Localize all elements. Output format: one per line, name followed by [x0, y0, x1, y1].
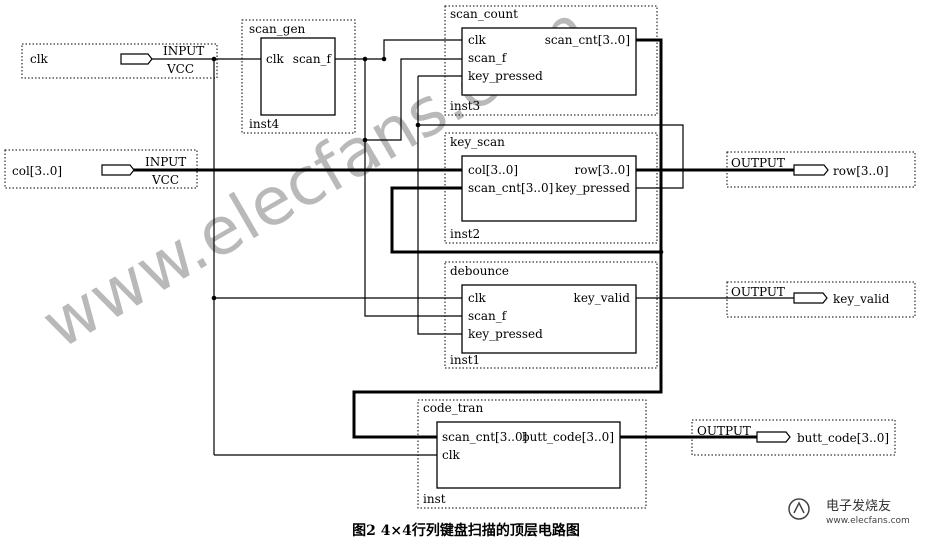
debounce-pin-key-pressed: key_pressed	[468, 327, 543, 341]
key-scan-pin-row: row[3..0]	[575, 163, 631, 177]
debounce-title: debounce	[450, 264, 509, 278]
scan-count-block	[461, 27, 637, 96]
port-clk-name: clk	[30, 52, 49, 66]
scan-count-pin-clk: clk	[468, 33, 487, 47]
key-scan-pin-col: col[3..0]	[468, 163, 518, 177]
port-row-type: OUTPUT	[731, 156, 785, 170]
code-tran-pin-butt-code: butt_code[3..0]	[522, 430, 614, 444]
input-port-clk-symbol	[120, 53, 153, 65]
output-port-key-valid-symbol	[793, 292, 828, 304]
port-butt-code-name: butt_code[3..0]	[797, 431, 889, 445]
wires	[152, 39, 794, 456]
logo-text: 电子发烧友	[826, 498, 891, 514]
buses	[106, 38, 794, 439]
code-tran-pin-clk: clk	[442, 448, 461, 462]
debounce-block	[461, 284, 637, 354]
logo-url: www.elecfans.com	[826, 516, 910, 526]
key-scan-pin-scan-cnt: scan_cnt[3..0]	[468, 181, 553, 195]
code-tran-title: code_tran	[423, 401, 483, 415]
code-tran-block	[436, 421, 621, 489]
scan-gen-inst: inst4	[249, 117, 280, 131]
port-butt-code-type: OUTPUT	[697, 424, 751, 438]
output-port-butt-code-symbol	[756, 431, 791, 443]
port-clk-vcc: VCC	[166, 62, 194, 76]
scan-gen-title: scan_gen	[249, 22, 306, 36]
scan-count-pin-scan-f: scan_f	[468, 51, 508, 65]
scan-gen-pin-scan-f: scan_f	[293, 52, 333, 66]
port-col-type: INPUT	[145, 155, 186, 169]
scan-gen-block	[260, 37, 336, 116]
code-tran-inst: inst	[423, 492, 446, 506]
port-key-valid-type: OUTPUT	[731, 285, 785, 299]
debounce-pin-key-valid: key_valid	[574, 291, 631, 305]
debounce-pin-clk: clk	[468, 291, 487, 305]
port-col-vcc: VCC	[151, 173, 179, 187]
key-scan-pin-key-pressed: key_pressed	[555, 181, 630, 195]
logo-icon	[788, 498, 810, 520]
junction-dots	[211, 56, 664, 301]
port-clk-type: INPUT	[163, 44, 204, 58]
scan-count-inst: inst3	[450, 99, 480, 113]
code-tran-pin-scan-cnt: scan_cnt[3..0]	[442, 430, 527, 444]
port-row-name: row[3..0]	[833, 164, 889, 178]
debounce-pin-scan-f: scan_f	[468, 309, 508, 323]
key-scan-title: key_scan	[450, 135, 505, 149]
site-logo: 电子发烧友 www.elecfans.com	[788, 498, 910, 526]
output-port-row-symbol	[793, 164, 829, 176]
port-col-name: col[3..0]	[12, 164, 62, 178]
figure-caption: 图2 4×4行列键盘扫描的顶层电路图	[352, 522, 580, 539]
debounce-inst: inst1	[450, 353, 480, 367]
port-key-valid-name: key_valid	[833, 292, 890, 306]
scan-count-pin-scan-cnt: scan_cnt[3..0]	[545, 33, 630, 47]
key-scan-block	[461, 155, 637, 222]
scan-count-title: scan_count	[450, 7, 518, 21]
key-scan-inst: inst2	[450, 227, 480, 241]
scan-count-pin-key-pressed: key_pressed	[468, 69, 543, 83]
input-port-col-symbol	[101, 164, 135, 176]
scan-gen-pin-clk: clk	[266, 52, 285, 66]
